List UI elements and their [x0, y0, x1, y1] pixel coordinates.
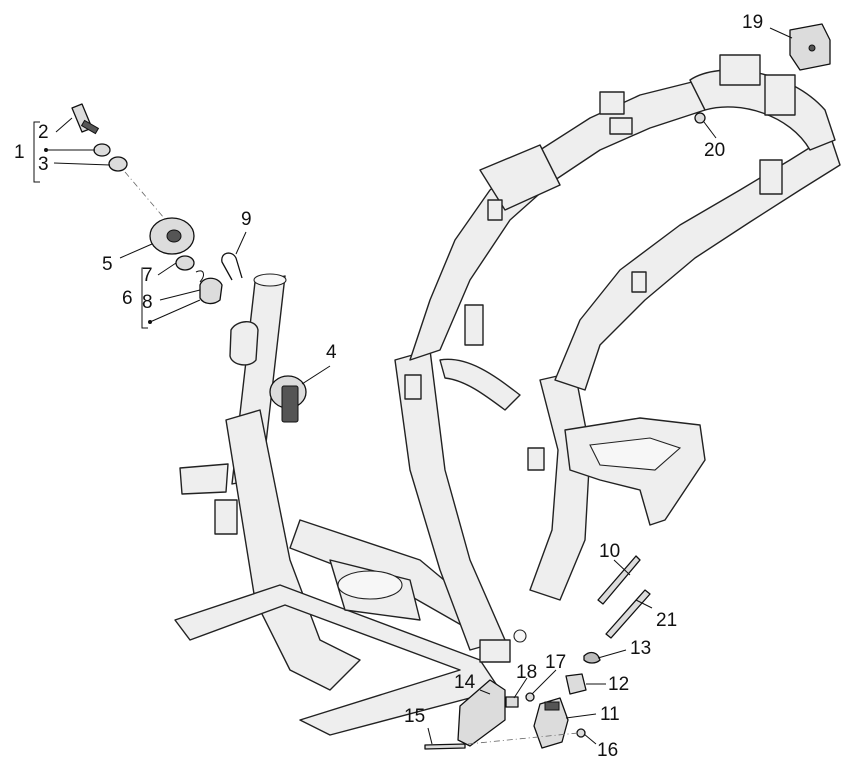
- alignment-line: [124, 171, 171, 226]
- bracket-1: [33, 121, 40, 183]
- callout-17: 17: [545, 652, 566, 673]
- leader-10: [613, 559, 631, 576]
- parts: [71, 23, 831, 750]
- callout-13: 13: [630, 638, 651, 659]
- cap: [199, 277, 223, 305]
- rear-loop: [689, 69, 836, 151]
- small-ring: [175, 255, 195, 271]
- leader-3: [53, 162, 111, 166]
- callout-4: 4: [326, 342, 337, 363]
- steering-tube-base-ring: [179, 463, 229, 495]
- ignition-lock-core: [166, 229, 182, 243]
- leader-lines: [33, 27, 793, 745]
- top-mount-bracket: [764, 74, 796, 116]
- sensor: [565, 673, 587, 695]
- frame-tab: [631, 271, 647, 293]
- leader-13: [597, 649, 627, 659]
- frame-tab: [487, 199, 503, 221]
- leader-7: [157, 262, 177, 276]
- leader-8: [159, 289, 201, 301]
- leader-18: [513, 677, 528, 699]
- lock-ring: [108, 156, 128, 172]
- leader-19: [769, 27, 793, 39]
- callout-9: 9: [241, 209, 252, 230]
- callout-labels: 1 2 3 4 5 6 7 8 9 10 11 12 13 14 15 16 1…: [14, 12, 763, 761]
- frame-tab: [214, 499, 238, 535]
- bolt: [424, 743, 466, 750]
- leader-2: [55, 117, 73, 133]
- right-upper-rail: [554, 134, 841, 391]
- callout-21: 21: [656, 610, 677, 631]
- callout-10: 10: [599, 541, 620, 562]
- leader-21: [635, 599, 653, 609]
- callout-5: 5: [102, 254, 113, 275]
- leader-16: [583, 733, 597, 745]
- callout-18: 18: [516, 662, 537, 683]
- main-frame: [174, 54, 841, 736]
- callout-1: 1: [14, 142, 25, 163]
- frame-hole: [513, 629, 527, 643]
- rear-cross-tube: [479, 144, 561, 211]
- battery-cradle-hole: [337, 570, 403, 600]
- headstock-collar: [229, 321, 259, 366]
- connector-plug: [281, 385, 299, 423]
- callout-7: 7: [142, 265, 153, 286]
- frame-tab: [404, 374, 422, 400]
- screw: [694, 112, 706, 124]
- steering-tube-top: [253, 273, 287, 287]
- nut: [576, 728, 586, 738]
- cable-21: [605, 589, 651, 639]
- callout-12: 12: [608, 674, 629, 695]
- rear-footrest-bracket-cutout: [589, 437, 682, 471]
- hinge-bolt: [808, 44, 816, 52]
- leader-4: [301, 365, 331, 385]
- left-upper-rail: [409, 79, 706, 361]
- lock-barrel: [93, 143, 111, 157]
- leader-15: [427, 727, 433, 745]
- leader-20: [703, 121, 717, 139]
- fastener-18: [505, 696, 519, 708]
- relay-connector: [544, 701, 560, 711]
- leader-5: [119, 243, 153, 259]
- cover-plate: [457, 679, 506, 747]
- frame-tab: [759, 159, 783, 195]
- assembly-line: [467, 732, 579, 745]
- leader-6b: [149, 299, 201, 323]
- callout-15: 15: [404, 706, 425, 727]
- mid-cross-hoop: [439, 358, 521, 411]
- callout-20: 20: [704, 140, 725, 161]
- frame-tab: [479, 639, 511, 663]
- leader-14: [479, 689, 491, 695]
- key-blade: [80, 119, 100, 135]
- bracket-6: [141, 267, 148, 329]
- callout-6: 6: [122, 288, 133, 309]
- top-mount-bracket: [719, 54, 761, 86]
- leader-9: [235, 231, 247, 255]
- cable-10: [597, 555, 641, 605]
- frame-tab: [609, 117, 633, 135]
- right-rear-upright: [529, 371, 591, 601]
- frame-tab: [599, 91, 625, 115]
- callout-8: 8: [142, 292, 153, 313]
- hook-clip: [221, 252, 243, 281]
- frame-tab: [464, 304, 484, 346]
- front-down-tube: [225, 409, 361, 691]
- callout-11: 11: [600, 704, 620, 725]
- callout-19: 19: [742, 12, 763, 33]
- spring: [583, 651, 601, 664]
- callout-16: 16: [597, 740, 618, 761]
- spring-clip: [195, 270, 204, 283]
- left-floor-rail: [174, 584, 501, 736]
- frame-tab: [527, 447, 545, 471]
- fastener-17: [525, 692, 535, 702]
- leader-11: [565, 713, 597, 719]
- leader-17: [531, 669, 557, 695]
- callout-14: 14: [454, 672, 476, 693]
- callout-2: 2: [38, 122, 49, 143]
- callout-3: 3: [38, 154, 49, 175]
